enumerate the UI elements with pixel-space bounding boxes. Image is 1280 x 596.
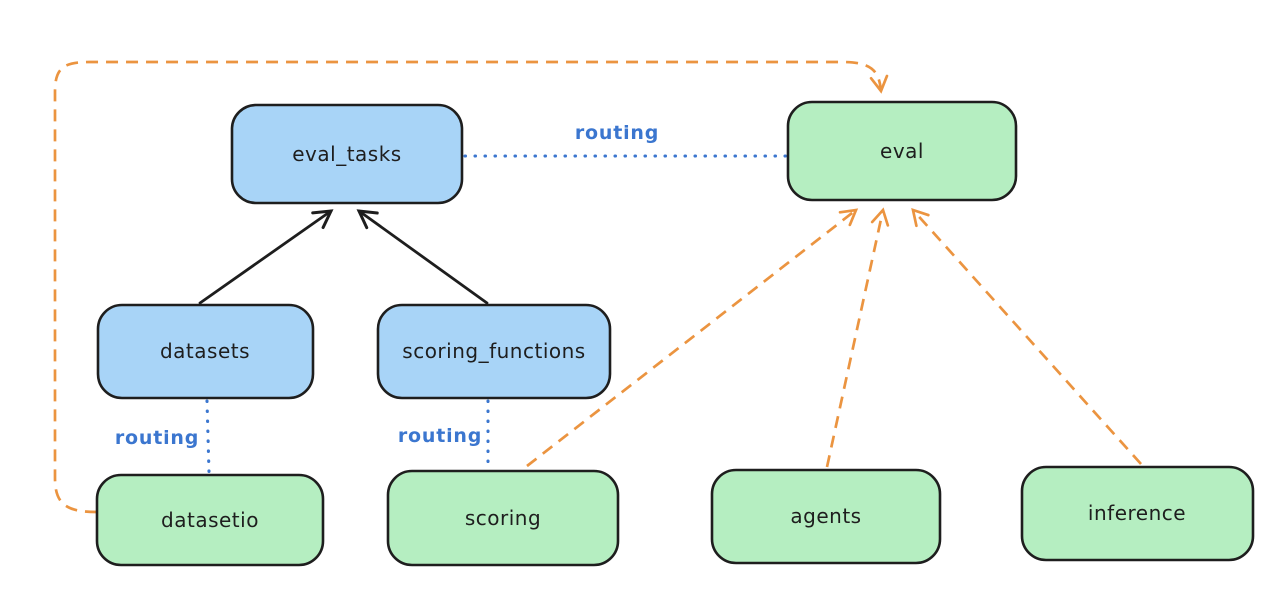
node-eval: eval [786, 100, 1018, 202]
node-datasets-box [96, 303, 315, 400]
node-agents-label: agents [790, 504, 861, 528]
node-eval_tasks-box [230, 103, 464, 205]
node-eval-label: eval [880, 139, 924, 163]
node-datasetio: datasetio [95, 473, 325, 567]
edge-inference-to-eval [911, 207, 1143, 465]
node-datasetio-box [95, 473, 325, 567]
edge-datasets-to-eval_tasks [198, 209, 334, 305]
edge-scoring_functions-to-eval_tasks [356, 209, 489, 305]
node-datasetio-label: datasetio [161, 508, 259, 532]
edge-scoring-to-eval [526, 208, 859, 468]
node-inference-box [1020, 465, 1255, 562]
node-inference-label: inference [1088, 501, 1186, 525]
routing-label-scoring: routing [398, 425, 482, 447]
node-scoring_functions: scoring_functions [376, 303, 612, 400]
node-inference: inference [1020, 465, 1255, 562]
edge-datasetio-to-eval [53, 60, 889, 514]
node-datasets: datasets [96, 303, 315, 400]
edge-agents-to-eval [825, 207, 890, 468]
edge-datasets-to-datasetio-routing [205, 399, 211, 474]
node-datasets-label: datasets [160, 339, 250, 363]
routing-label-datasets: routing [115, 427, 199, 449]
node-agents-box [710, 468, 942, 565]
node-eval_tasks: eval_tasks [230, 103, 464, 205]
node-scoring-label: scoring [465, 506, 541, 530]
routing-label-top: routing [575, 122, 659, 144]
node-scoring: scoring [386, 469, 620, 567]
node-scoring_functions-label: scoring_functions [402, 339, 585, 363]
node-scoring_functions-box [376, 303, 612, 400]
node-eval-box [786, 100, 1018, 202]
node-agents: agents [710, 468, 942, 565]
node-eval_tasks-label: eval_tasks [292, 142, 401, 166]
node-scoring-box [386, 469, 620, 567]
